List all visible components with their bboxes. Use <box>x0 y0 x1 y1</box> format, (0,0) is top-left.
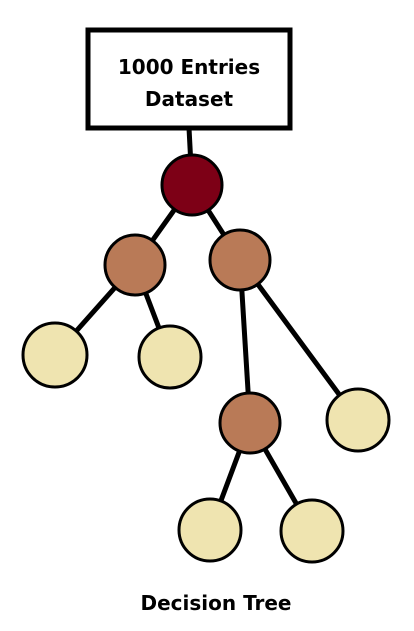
internal-node-internal-lower <box>218 391 282 455</box>
root-node-root <box>160 153 224 217</box>
dataset-box-line2: Dataset <box>145 87 234 111</box>
internal-node-internal-left <box>103 233 167 297</box>
leaf-node-leaf-1 <box>21 321 89 389</box>
dataset-box: 1000 Entries Dataset <box>85 27 293 131</box>
edge-internal-right-to-leaf-3 <box>237 257 361 423</box>
leaf-node-leaf-4 <box>177 497 243 563</box>
leaf-node-leaf-5 <box>279 498 345 564</box>
leaf-node-leaf-2 <box>137 324 203 390</box>
dataset-box-line1: 1000 Entries <box>118 55 260 79</box>
diagram-caption: Decision Tree <box>140 591 291 615</box>
nodes-layer <box>21 153 391 564</box>
leaf-node-leaf-3 <box>325 387 391 453</box>
internal-node-internal-right <box>208 228 272 292</box>
